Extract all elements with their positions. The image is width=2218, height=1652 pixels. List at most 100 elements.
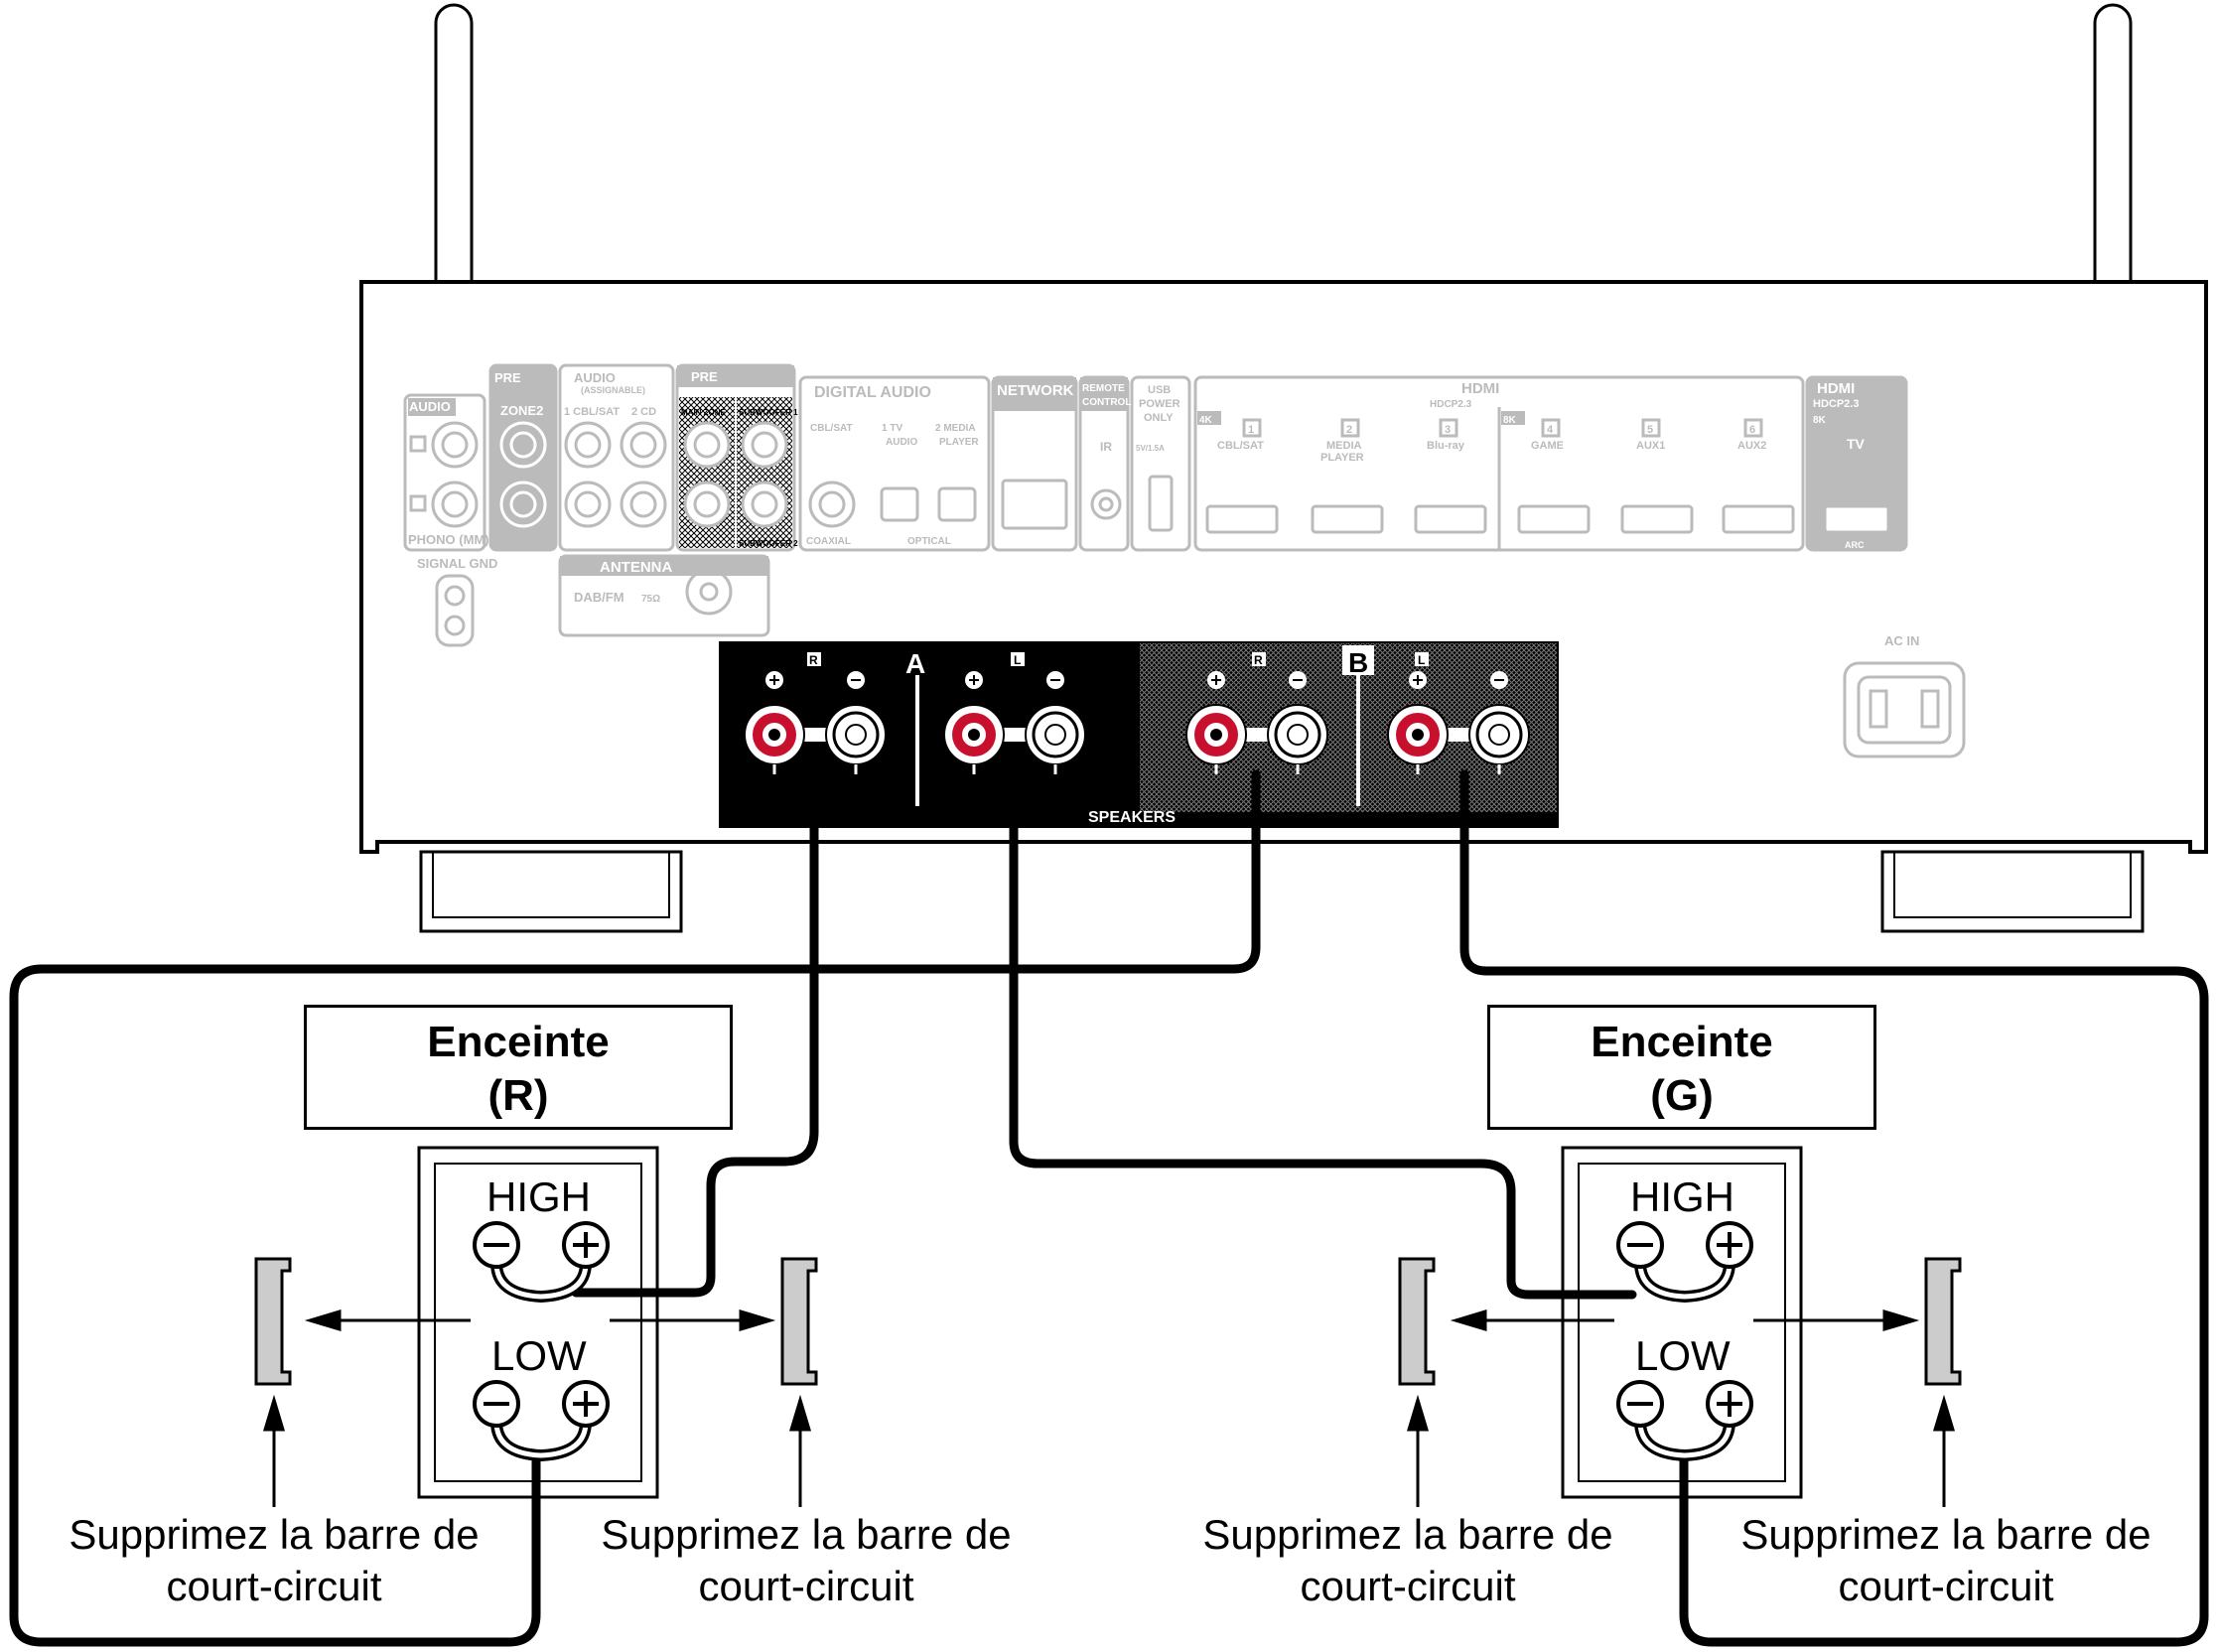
minus-icon (1046, 671, 1064, 689)
badge-a-l: L (1014, 653, 1021, 667)
caption-1: Supprimez la barre de court-circuit (36, 1509, 512, 1612)
caption-3: Supprimez la barre de court-circuit (1170, 1509, 1646, 1612)
cable-a-left-positive (1009, 769, 1637, 1300)
caption-2-line2: court-circuit (698, 1563, 914, 1609)
caption-1-line1: Supprimez la barre de (69, 1511, 480, 1558)
badge-a-r: R (809, 653, 818, 667)
hdmi-in-label-2: MEDIA (1326, 440, 1362, 452)
hdmi-in-num-1: 1 (1248, 424, 1254, 436)
caption-2: Supprimez la barre de court-circuit (568, 1509, 1044, 1612)
binding-post-positive (744, 704, 805, 765)
speaker-label-right: Enceinte (R) (304, 1005, 733, 1130)
hdmi-out-header: HDMI (1817, 380, 1855, 397)
hdmi-out-hdcp: HDCP2.3 (1813, 398, 1859, 410)
network-label: NETWORK (997, 382, 1074, 399)
caption-2-line1: Supprimez la barre de (601, 1511, 1012, 1558)
speaker-label-left: Enceinte (G) (1487, 1005, 1876, 1130)
binding-post-negative (825, 704, 887, 765)
minus-terminal-icon (473, 1380, 520, 1428)
remote-label-2: CONTROL (1082, 397, 1131, 408)
hdmi-in-label-6: AUX2 (1737, 440, 1766, 452)
hdmi-in-label-2b: PLAYER (1320, 452, 1364, 464)
caption-3-line1: Supprimez la barre de (1202, 1511, 1613, 1558)
hdmi-4k-badge: 4K (1199, 415, 1213, 426)
terminal-wire-highlight (1637, 1262, 1733, 1300)
receiver-body (359, 280, 2208, 933)
hdmi-in-label-1: CBL/SAT (1217, 440, 1264, 452)
cable-b-left-positive (1459, 769, 2209, 1647)
minus-terminal-icon (1616, 1380, 1664, 1428)
ac-in-label: AC IN (1884, 633, 1919, 648)
usb-label-2: POWER (1139, 398, 1180, 410)
digital-cbl-label: CBL/SAT (810, 423, 853, 434)
high-label-r: HIGH (486, 1173, 591, 1220)
binding-post-positive (1387, 704, 1449, 765)
caption-3-line2: court-circuit (1300, 1563, 1516, 1609)
hdmi-out-tv: TV (1847, 436, 1866, 452)
jumper-bar-2 (780, 1257, 818, 1386)
digital-audio-label: AUDIO (886, 437, 917, 448)
hdmi-out-8k: 8K (1813, 415, 1827, 426)
binding-post-positive (943, 704, 1005, 765)
zone-b-label: B (1348, 647, 1368, 678)
badge-b-r: R (1254, 653, 1263, 667)
speakers-label: SPEAKERS (1088, 809, 1176, 826)
signal-gnd-label: SIGNAL GND (417, 556, 497, 571)
jumper-bar-1 (254, 1257, 292, 1386)
badge-b-l: L (1418, 653, 1425, 667)
ir-label: IR (1100, 440, 1112, 454)
subwoofer2-label: SUBWOOFER 2 (739, 539, 798, 548)
jumper-bar-4 (1924, 1257, 1962, 1386)
caption-4: Supprimez la barre de court-circuit (1708, 1509, 2184, 1612)
antenna-header: ANTENNA (600, 559, 672, 576)
plus-terminal-icon (562, 1221, 610, 1269)
binding-post-negative (1025, 704, 1086, 765)
plus-icon (1207, 671, 1225, 689)
hdmi-in-num-4: 4 (1547, 424, 1554, 436)
hdmi-in-label-4: GAME (1531, 440, 1564, 452)
usb-rating: 5V/1.5A (1136, 444, 1165, 453)
hdmi-in-num-5: 5 (1647, 424, 1653, 436)
binding-post-negative (1468, 704, 1530, 765)
caption-1-line2: court-circuit (166, 1563, 382, 1609)
zone2-label: ZONE2 (500, 403, 543, 418)
ohm-label: 75Ω (641, 594, 660, 605)
hdmi-in-hdcp: HDCP2.3 (1430, 399, 1472, 410)
digital-tv-label: 1 TV (882, 423, 902, 434)
terminal-wire-highlight (1637, 1421, 1733, 1458)
caption-4-line2: court-circuit (1838, 1563, 2054, 1609)
binding-post-positive (1185, 704, 1247, 765)
optical-label: OPTICAL (907, 536, 951, 547)
low-label-g: LOW (1635, 1332, 1731, 1379)
cable-b-right-positive (9, 769, 1261, 1647)
audio-in-input1: 1 CBL/SAT (564, 406, 620, 418)
panel-labels: AUDIO PHONO (MM) SIGNAL GND PRE ZONE2 AU… (408, 369, 1919, 648)
hdmi-in-num-2: 2 (1346, 424, 1352, 436)
terminal-labels: HIGH LOW HIGH LOW (486, 1173, 1734, 1379)
hdmi-8k-badge: 8K (1503, 415, 1517, 426)
arc-label: ARC (1845, 540, 1865, 550)
speaker-title-right: Enceinte (427, 1018, 610, 1066)
hdmi-in-num-3: 3 (1445, 424, 1451, 436)
digital-media-label: 2 MEDIA (935, 423, 976, 434)
minus-icon (847, 671, 865, 689)
terminal-wire-highlight (493, 1262, 589, 1300)
assignable-label: (ASSIGNABLE) (581, 385, 645, 395)
plus-terminal-icon (1706, 1221, 1753, 1269)
speaker-cabinet-right (417, 1146, 659, 1499)
speaker-channel-left: (G) (1650, 1071, 1714, 1120)
main-zone-label: MAIN ZONE (681, 408, 727, 417)
speaker-terminal-block: A B SPEAKERS R L R L (719, 641, 1559, 828)
zone-a-label: A (905, 648, 925, 679)
phono-label: PHONO (MM) (408, 532, 489, 547)
plus-icon (1409, 671, 1427, 689)
speaker-title-left: Enceinte (1591, 1018, 1773, 1066)
arrows (262, 1308, 1956, 1507)
plus-icon (765, 671, 783, 689)
speaker-channel-right: (R) (487, 1071, 549, 1120)
plus-terminal-icon (562, 1380, 610, 1428)
speaker-cables (9, 769, 2209, 1647)
jumper-bar-3 (1398, 1257, 1436, 1386)
minus-terminal-icon (1616, 1221, 1664, 1269)
